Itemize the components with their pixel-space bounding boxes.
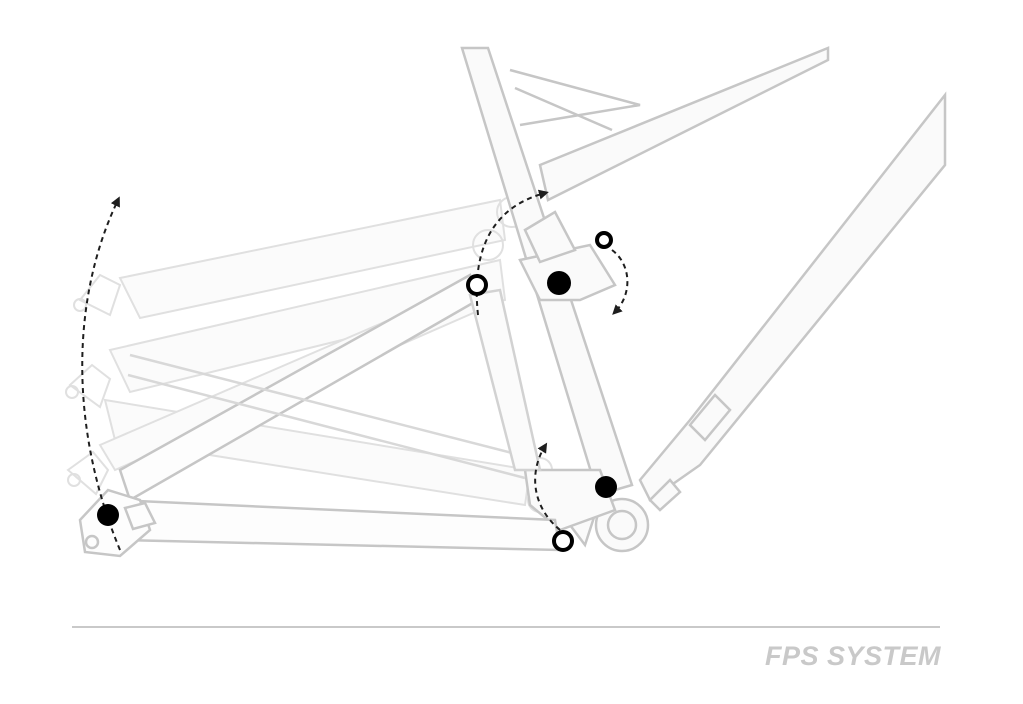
rear-axle-path-arrow: [81, 196, 121, 551]
upper-link-moving-pivot-icon: [466, 274, 488, 296]
rear-triangle: [78, 273, 562, 558]
front-frame: [460, 46, 947, 553]
system-title: FPS SYSTEM: [764, 641, 941, 671]
pivots: [97, 231, 617, 552]
shock-mount-moving-pivot-icon: [595, 231, 613, 249]
lower-link-moving-pivot-icon: [552, 530, 574, 552]
motion-arrows: [81, 189, 629, 551]
rocker-pivot-path-arrow: [611, 249, 629, 315]
rear-axle-fixed-icon: [97, 504, 119, 526]
lower-link-main-pivot-fixed-icon: [595, 476, 617, 498]
rocker-main-pivot-fixed-icon: [547, 271, 571, 295]
upper-pivot-path-arrow: [475, 189, 549, 316]
lower-pivot-path-arrow: [534, 442, 561, 531]
